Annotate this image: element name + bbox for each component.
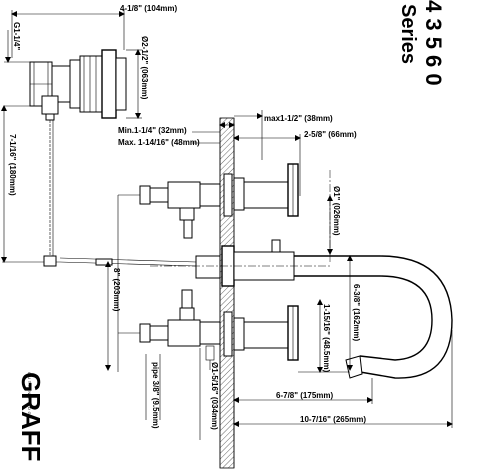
series-model: 4 3 5 6 0 [421, 0, 446, 86]
series-label: Series [397, 4, 419, 64]
dim-drop-height: 7-1/16" (180mm) [8, 134, 17, 196]
brand-tagline: CUTTING EDGE [27, 372, 32, 420]
dim-diameter-base: Ø1-5/16" (034mm) [210, 362, 219, 430]
dim-thread: G1-1/4" [12, 22, 21, 50]
dim-pipe: pipe 3/8" (9.5mm) [151, 362, 160, 429]
dim-diameter-large: Ø2-1/2" (063mm) [140, 36, 149, 100]
dim-offset: 2-5/8" (66mm) [304, 130, 357, 139]
dim-top-width: 4-1/8" (104mm) [120, 4, 177, 13]
upper-valve [117, 163, 299, 372]
deck-plate [192, 110, 301, 469]
dim-min-depth: Min.1-1/4" (32mm) [118, 126, 187, 135]
dim-spout-height: 6-3/8" (162mm) [352, 284, 361, 341]
hose [43, 255, 197, 267]
dim-center-height: 8" (203mm) [112, 268, 121, 312]
dim-spout-rise: 1-15/16" (48.5mm) [322, 304, 331, 373]
dim-max-depth: Max. 1-14/16" (48mm) [118, 138, 200, 147]
dim-diameter-spout: Ø1" (026mm) [332, 186, 341, 236]
lower-valve [118, 289, 299, 370]
dim-reach-inner: 6-7/8" (175mm) [276, 391, 333, 400]
brand-logo: GRAFF [16, 372, 46, 462]
spout [150, 170, 453, 379]
diverter-assembly [1, 10, 142, 263]
dim-reach-total: 10-7/16" (265mm) [300, 415, 366, 424]
dim-max-thickness: max1-1/2" (38mm) [264, 114, 333, 123]
